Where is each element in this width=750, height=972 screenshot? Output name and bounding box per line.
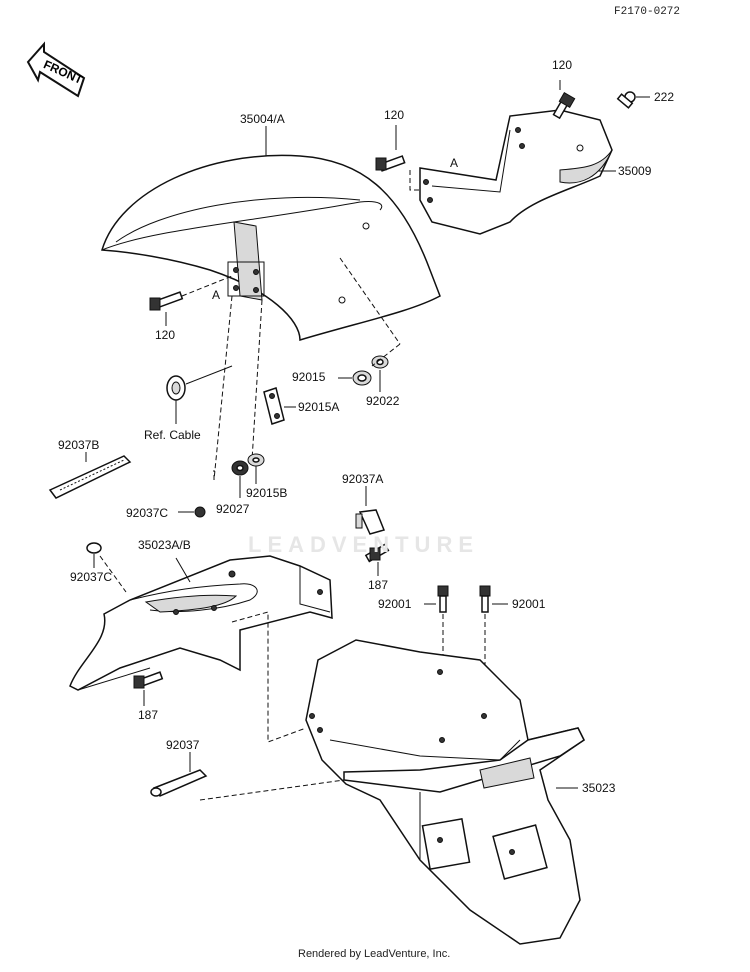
footer-credit: Rendered by LeadVenture, Inc. [298, 948, 451, 960]
clip-92037c-left-icon [86, 542, 127, 593]
bolt-120-top-mid-icon [375, 125, 420, 191]
clip-92037a-icon [355, 486, 386, 535]
label-strip-92037b: 92037B [58, 438, 100, 452]
label-mark-a-fender: A [212, 288, 221, 302]
label-inner-fender: 35023A/B [138, 538, 191, 552]
label-bolt-top-right: 120 [552, 58, 573, 72]
screw-222-icon [616, 91, 650, 109]
label-bolt-92001-right: 92001 [512, 597, 546, 611]
label-bolt-fender: 120 [155, 328, 176, 342]
washer-92015-icon [338, 370, 372, 386]
label-front-fender: 35004/A [240, 112, 285, 126]
label-rear-fender: 35023 [582, 781, 616, 795]
bracket-part [419, 109, 613, 235]
label-bolt-top-mid: 120 [384, 108, 405, 122]
bolt-187-right-icon [364, 543, 390, 576]
nut-92027-icon [231, 460, 249, 498]
bolt-187-left-icon [133, 671, 164, 706]
label-nut-92027: 92027 [216, 502, 250, 516]
collar-92022-icon [371, 355, 389, 392]
label-damper-92015b: 92015B [246, 486, 288, 500]
band-92037-icon [150, 752, 208, 797]
strip-92037b-icon [48, 452, 132, 499]
label-bolt-187-right: 187 [368, 578, 389, 592]
label-ref-cable: Ref. Cable [144, 428, 201, 442]
label-plate-92015a: 92015A [298, 400, 340, 414]
label-washer-92015: 92015 [292, 370, 326, 384]
label-bracket: 35009 [618, 164, 652, 178]
bolt-120-top-right-icon [552, 80, 576, 120]
label-clip-92037c-left: 92037C [70, 570, 113, 584]
plate-92015a-icon [263, 387, 296, 425]
label-clip-92037a: 92037A [342, 472, 384, 486]
drawing-code: F2170-0272 [614, 6, 681, 18]
bolt-120-fender-icon [149, 275, 233, 326]
inner-fender-part [69, 555, 333, 691]
watermark-text: LEADVENTURE [248, 532, 480, 557]
label-mark-a-bracket: A [450, 156, 459, 170]
front-fender-part [101, 154, 441, 345]
front-arrow-icon: FRONT [26, 41, 85, 98]
label-bolt-187-left: 187 [138, 708, 159, 722]
label-bolt-92001-left: 92001 [378, 597, 412, 611]
cable-grommet-icon [166, 365, 233, 424]
rear-fender-part [305, 639, 585, 945]
damper-92015b-icon [247, 453, 265, 484]
label-clip-92037c-top: 92037C [126, 506, 169, 520]
label-collar-92022: 92022 [366, 394, 400, 408]
label-band-92037: 92037 [166, 738, 200, 752]
clip-92037c-top-icon [178, 506, 206, 518]
label-screw-222: 222 [654, 90, 675, 104]
